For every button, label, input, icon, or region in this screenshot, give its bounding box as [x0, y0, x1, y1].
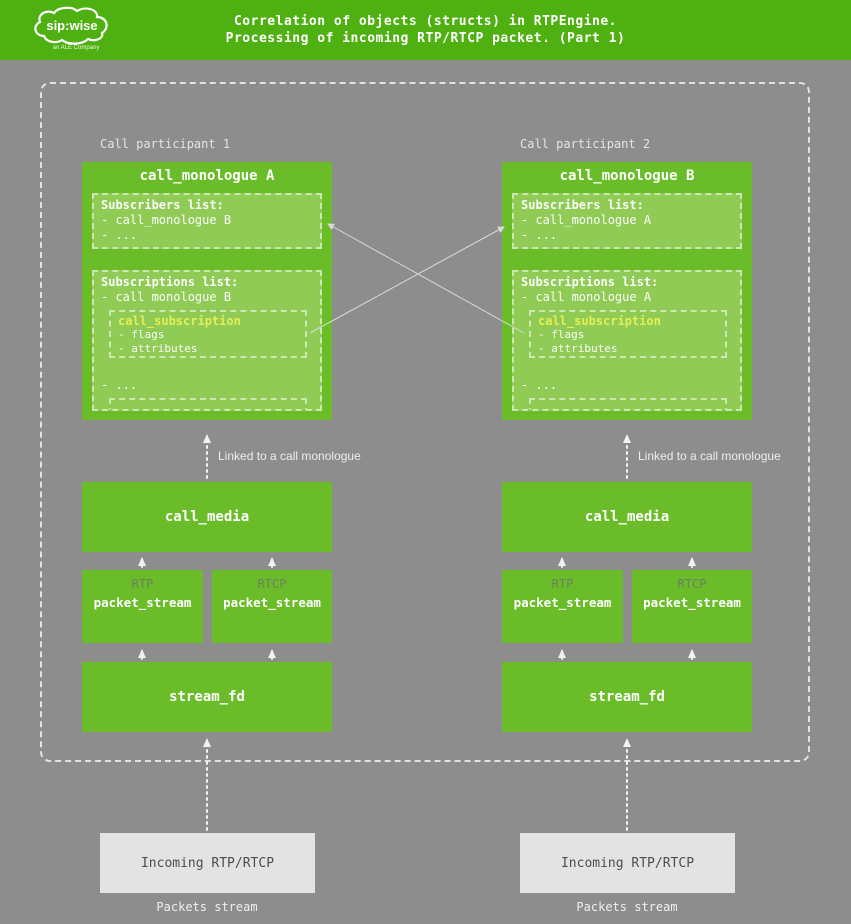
call-media-box: call_media [82, 482, 332, 552]
call-subscription-title: call_subscription [538, 314, 661, 328]
linked-annotation: Linked to a call monologue [218, 449, 361, 463]
packets-stream-label: Packets stream [576, 900, 678, 914]
packet-stream-label: packet_stream [513, 595, 612, 610]
header-bar: sip:wise an ALE Company Correlation of o… [0, 0, 851, 60]
packet-stream-rtp-box: RTP packet_stream [82, 570, 203, 643]
logo-cloud-icon [34, 6, 108, 45]
participant-1-column: Call participant 1 call_monologue A Subs… [82, 0, 361, 924]
packets-stream-label: Packets stream [156, 900, 258, 914]
call-monologue-a-box: call_monologue A Subscribers list: - cal… [82, 162, 332, 420]
subscriptions-more: - ... [521, 378, 558, 392]
logo-tagline-text: an ALE Company [53, 45, 100, 51]
participant-label: Call participant 1 [100, 137, 231, 151]
subscribers-title: Subscribers list: [101, 198, 224, 212]
stream-fd-box: stream_fd [82, 662, 332, 732]
subscribers-item: - ... [101, 228, 138, 242]
packet-stream-rtp-box: RTP packet_stream [502, 570, 623, 643]
call-subscription-partial-box [529, 398, 727, 409]
subscribers-title: Subscribers list: [521, 198, 644, 212]
sipwise-logo: sip:wise an ALE Company [34, 6, 108, 51]
packet-stream-rtcp-box: RTCP packet_stream [212, 570, 332, 643]
subscriptions-more: - ... [101, 378, 138, 392]
subscription-field: - attributes [118, 342, 198, 355]
incoming-rtp-rtcp-box: Incoming RTP/RTCP [520, 833, 735, 893]
protocol-label: RTCP [257, 577, 287, 591]
incoming-rtp-rtcp-box: Incoming RTP/RTCP [100, 833, 315, 893]
subscribers-item: - ... [521, 228, 558, 242]
linked-annotation: Linked to a call monologue [638, 449, 781, 463]
subscribers-list-box: Subscribers list: - call_monologue B - .… [92, 193, 322, 249]
subscription-field: - flags [538, 328, 585, 341]
packet-stream-label: packet_stream [93, 595, 192, 610]
subscriptions-item: - call monologue B [101, 290, 232, 304]
call-monologue-b-box: call_monologue B Subscribers list: - cal… [502, 162, 752, 420]
packet-stream-label: packet_stream [223, 595, 321, 610]
participant-label: Call participant 2 [520, 137, 651, 151]
call-subscription-box: call_subscription - flags - attributes [529, 310, 727, 358]
structs-boundary [40, 82, 810, 762]
packet-stream-label: packet_stream [643, 595, 741, 610]
call-subscription-box: call_subscription - flags - attributes [109, 310, 307, 358]
packet-stream-rtcp-box: RTCP packet_stream [632, 570, 752, 643]
subscription-field: - flags [118, 328, 165, 341]
title-line-1: Correlation of objects (structs) in RTPE… [233, 14, 618, 29]
call-subscription-partial-box [109, 398, 307, 409]
subscribers-list-box: Subscribers list: - call_monologue A - .… [512, 193, 742, 249]
call-subscription-title: call_subscription [118, 314, 241, 328]
call-monologue-title: call_monologue B [559, 168, 695, 184]
subscriptions-title: Subscriptions list: [101, 275, 239, 289]
subscriptions-list-box: Subscriptions list: - call monologue A c… [512, 270, 742, 411]
logo-brand-text: sip:wise [46, 18, 97, 33]
subscription-field: - attributes [538, 342, 618, 355]
subscribers-item: - call_monologue B [101, 213, 232, 227]
call-media-box: call_media [502, 482, 752, 552]
protocol-label: RTP [131, 577, 154, 591]
call-monologue-title: call_monologue A [139, 168, 275, 184]
subscriptions-item: - call monologue A [521, 290, 652, 304]
subscribers-item: - call_monologue A [521, 213, 652, 227]
subscriptions-title: Subscriptions list: [521, 275, 659, 289]
page-title: Correlation of objects (structs) in RTPE… [226, 13, 626, 47]
stream-fd-box: stream_fd [502, 662, 752, 732]
title-line-2: Processing of incoming RTP/RTCP packet. … [225, 31, 626, 46]
subscriptions-list-box: Subscriptions list: - call monologue B c… [92, 270, 322, 411]
protocol-label: RTP [551, 577, 574, 591]
protocol-label: RTCP [677, 577, 707, 591]
participant-2-column: Call participant 2 call_monologue B Subs… [502, 0, 781, 924]
